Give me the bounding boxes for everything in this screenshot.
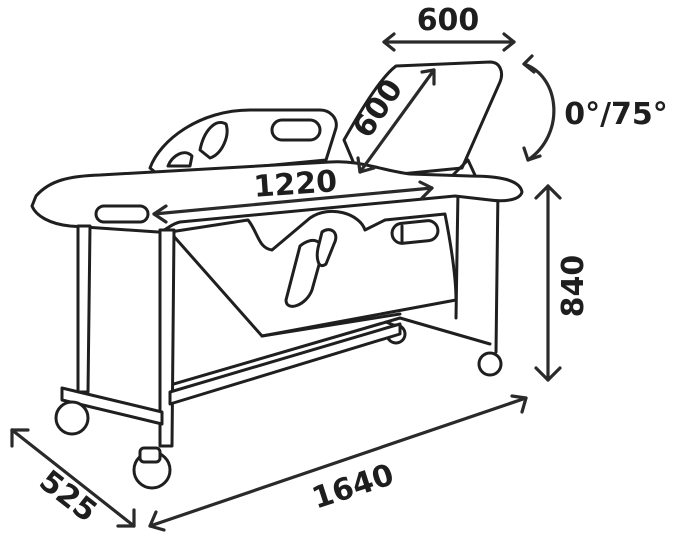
dim-mattress-length <box>152 186 434 216</box>
headboard-grip <box>270 118 322 142</box>
near-frame <box>54 224 402 490</box>
label-mattress-length: 1220 <box>252 164 338 205</box>
label-backrest-angle: 0°/75° <box>564 97 668 132</box>
label-height: 840 <box>556 255 591 318</box>
side-guard <box>168 209 458 338</box>
guard-handle-hole <box>315 228 338 267</box>
guard-handle-hole <box>284 238 324 308</box>
deck-grip <box>94 204 150 224</box>
guard-grip <box>390 219 440 245</box>
dim-length <box>148 396 528 528</box>
dim-backrest-angle <box>522 62 556 162</box>
backrest <box>342 60 504 188</box>
label-backrest-width: 600 <box>417 3 480 38</box>
headboard-hole <box>198 121 229 160</box>
dim-width <box>10 428 136 528</box>
label-width: 525 <box>32 463 103 529</box>
headboard <box>148 108 338 178</box>
headboard-hole <box>166 151 194 168</box>
caster-wheel <box>54 400 90 436</box>
dimension-lines <box>10 32 562 532</box>
caster-wheel <box>477 351 503 377</box>
caster-fork <box>138 446 162 464</box>
dim-backrest-length <box>358 68 436 174</box>
